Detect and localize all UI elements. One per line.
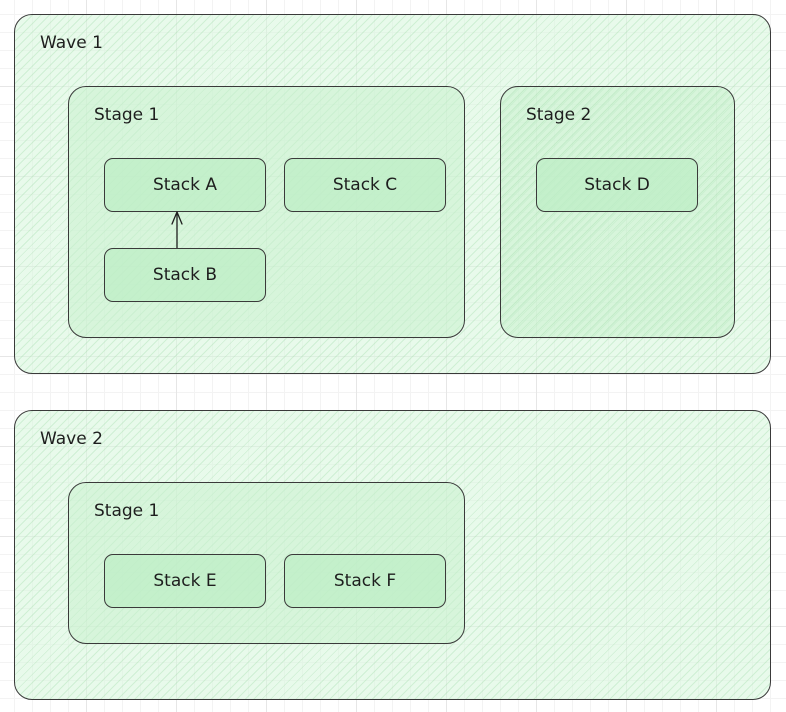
wave-2-container[interactable] bbox=[14, 410, 771, 700]
stack-f-node[interactable]: Stack F bbox=[284, 554, 446, 608]
stack-b-node[interactable]: Stack B bbox=[104, 248, 266, 302]
wave-1-stage-2-label: Stage 2 bbox=[526, 105, 592, 125]
stack-a-node[interactable]: Stack A bbox=[104, 158, 266, 212]
wave-1-label: Wave 1 bbox=[40, 33, 103, 53]
wave-2-stage-1-label: Stage 1 bbox=[94, 501, 160, 521]
wave-1-stage-1-label: Stage 1 bbox=[94, 105, 160, 125]
stack-c-node[interactable]: Stack C bbox=[284, 158, 446, 212]
stack-d-node[interactable]: Stack D bbox=[536, 158, 698, 212]
wave-2-label: Wave 2 bbox=[40, 429, 103, 449]
wave-1-stage-2-container[interactable] bbox=[500, 86, 735, 338]
stack-e-node[interactable]: Stack E bbox=[104, 554, 266, 608]
